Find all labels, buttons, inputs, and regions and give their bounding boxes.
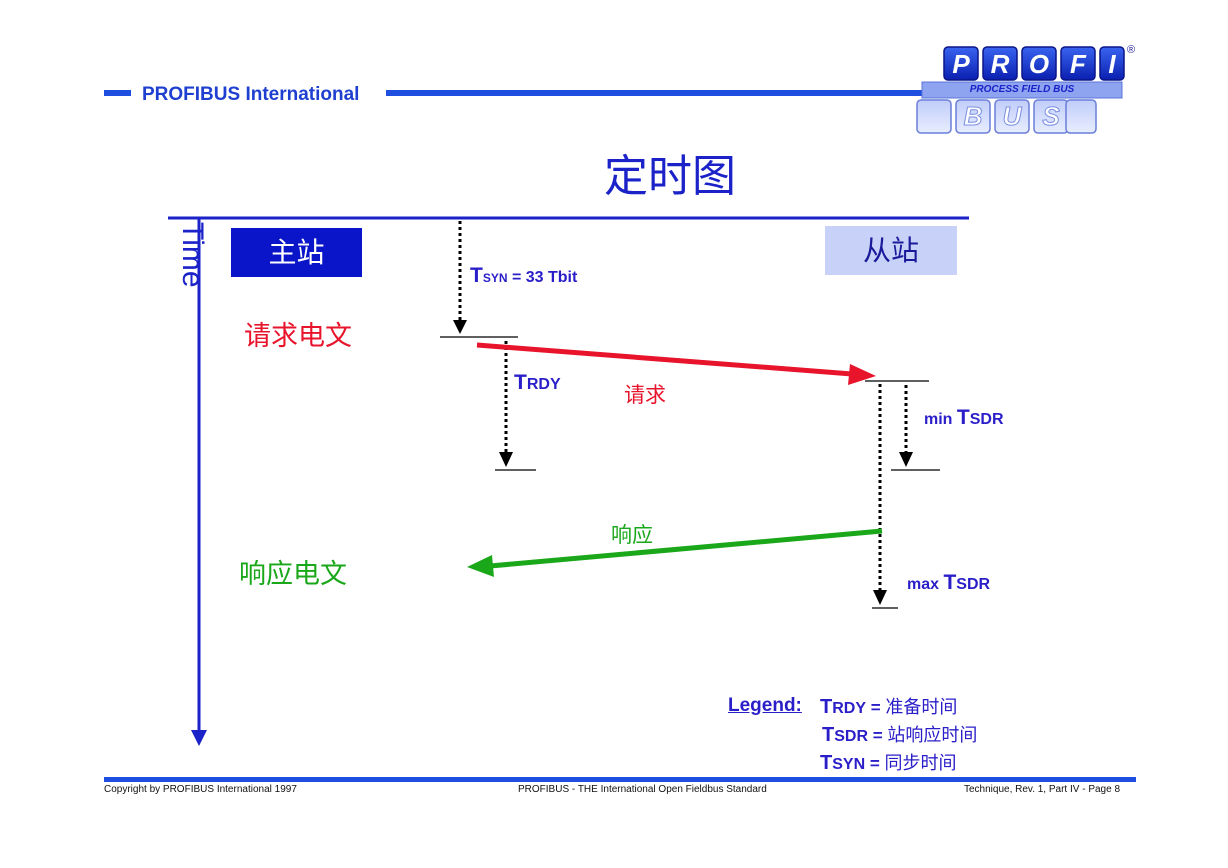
trdy-label: TRDY — [514, 371, 561, 394]
master-station-box: 主站 — [231, 228, 362, 277]
legend-header: Legend: — [728, 695, 802, 716]
legend-item-tsdr: TSDR = 站响应时间 — [822, 724, 978, 746]
tsyn-label: TSYN = 33 Tbit — [470, 264, 578, 287]
footer-copyright: Copyright by PROFIBUS International 1997 — [104, 784, 297, 795]
trdy-arrowhead — [499, 452, 513, 467]
header-bar-left — [104, 90, 131, 96]
legend-item-trdy: TRDY = 准备时间 — [820, 696, 958, 718]
max-tsdr-arrowhead — [873, 590, 887, 605]
time-axis-label: Time — [176, 222, 209, 288]
header-bar-right — [386, 90, 926, 96]
tsyn-arrowhead — [453, 320, 467, 334]
footer-standard: PROFIBUS - THE International Open Fieldb… — [518, 784, 767, 795]
logo-letter-r: R — [990, 49, 1010, 79]
max-tsdr-label: max TSDR — [907, 571, 991, 594]
page-title: 定时图 — [604, 151, 736, 202]
logo-letter-i: I — [1108, 49, 1116, 79]
logo-letter-p: P — [952, 49, 970, 79]
request-frame-label: 请求电文 — [244, 321, 352, 352]
request-label: 请求 — [624, 383, 666, 407]
footer-bar — [104, 777, 1136, 782]
response-arrowhead — [467, 555, 494, 577]
logo-letter-u: U — [1002, 101, 1022, 132]
request-arrow-line — [476, 342, 853, 377]
min-tsdr-label: min TSDR — [924, 406, 1004, 429]
request-arrowhead — [848, 364, 876, 385]
min-tsdr-arrowhead — [899, 452, 913, 467]
time-axis-arrowhead — [191, 730, 207, 746]
logo-letter-f: F — [1070, 49, 1086, 79]
response-label: 响应 — [611, 523, 653, 547]
footer-page: Technique, Rev. 1, Part IV - Page 8 — [964, 784, 1121, 795]
org-name: PROFIBUS International — [142, 84, 360, 105]
legend-item-tsyn: TSYN = 同步时间 — [820, 752, 957, 774]
logo-letter-o: O — [1028, 49, 1050, 79]
response-frame-label: 响应电文 — [239, 559, 347, 590]
response-arrow-line — [489, 528, 883, 569]
logo-letter-s: S — [1042, 101, 1060, 132]
logo-band-text: PROCESS FIELD BUS — [969, 84, 1075, 95]
logo-letter-b: B — [963, 101, 983, 132]
slave-station-box: 从站 — [825, 226, 957, 275]
logo-registered-mark: ® — [1127, 44, 1136, 56]
